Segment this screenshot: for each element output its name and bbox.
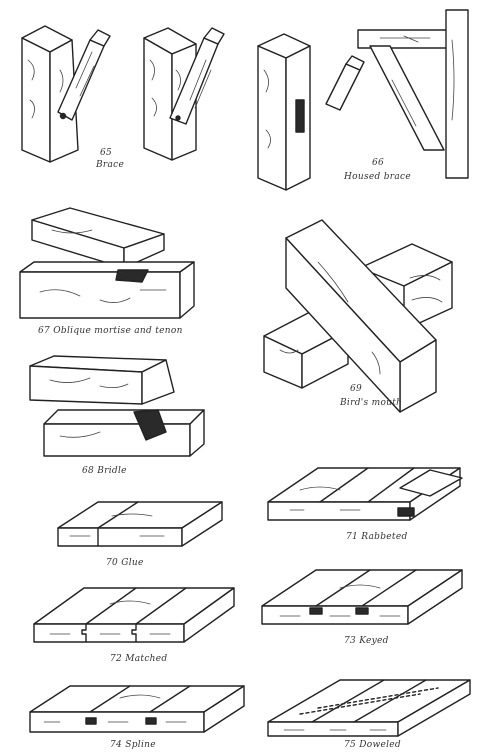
figure-67-oblique-mortise xyxy=(19,207,195,319)
caption-72: 72 Matched xyxy=(110,654,168,664)
caption-65-name: Brace xyxy=(96,160,125,170)
caption-74: 74 Spline xyxy=(110,740,156,750)
caption-75: 75 Doweled xyxy=(344,740,401,750)
caption-66-name: Housed brace xyxy=(344,172,412,182)
caption-73: 73 Keyed xyxy=(344,636,389,646)
caption-69: 69 xyxy=(350,384,363,394)
figure-72-matched xyxy=(33,587,235,643)
caption-65: 65 xyxy=(100,148,113,158)
figure-74-spline xyxy=(29,685,245,733)
caption-67: 67 Oblique mortise and tenon xyxy=(38,326,183,336)
caption-70: 70 Glue xyxy=(106,558,144,568)
figure-71-rabbeted xyxy=(267,467,463,521)
figure-70-glue xyxy=(57,501,223,547)
figure-65-brace-b xyxy=(143,27,225,161)
figure-69-birds-mouth xyxy=(263,219,453,413)
figure-73-keyed xyxy=(261,569,463,625)
caption-68: 68 Bridle xyxy=(82,466,127,476)
figure-65-brace xyxy=(21,25,111,163)
caption-66: 66 xyxy=(372,158,385,168)
caption-69-name: Bird's mouth xyxy=(340,398,403,408)
figure-75-doweled xyxy=(267,679,471,737)
caption-71: 71 Rabbeted xyxy=(346,532,408,542)
figure-66-housed-brace xyxy=(257,9,469,191)
figure-68-bridle xyxy=(29,355,205,457)
